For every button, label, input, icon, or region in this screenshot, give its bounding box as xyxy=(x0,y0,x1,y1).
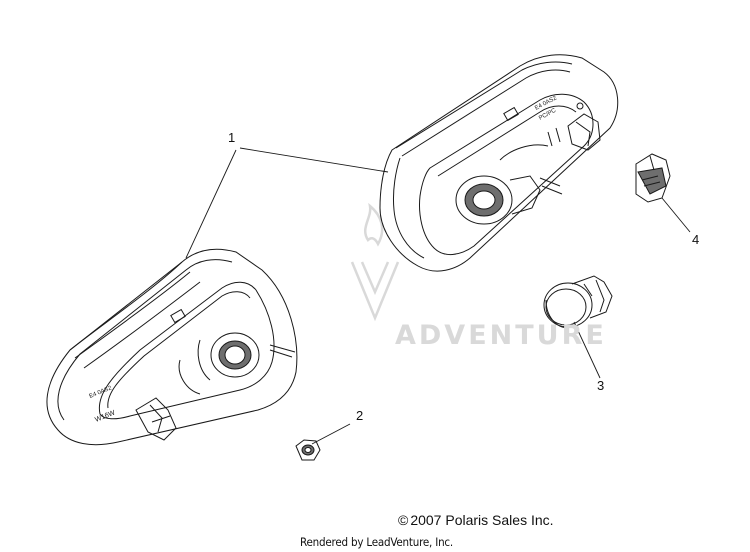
copyright-symbol: © xyxy=(398,512,409,528)
right-lamp-label-marking: PC/PC xyxy=(538,108,558,122)
part-4-small-socket xyxy=(635,153,671,203)
rendered-by-credit: Rendered by LeadVenture, Inc. xyxy=(300,535,454,549)
right-tail-lamp: E4 0AS2 PC/PC xyxy=(379,54,619,272)
leader-lines xyxy=(185,147,691,445)
leader-3 xyxy=(573,321,601,379)
leader-1b xyxy=(185,149,237,259)
leader-4 xyxy=(661,197,691,233)
left-lamp-bulb-marking: W16W xyxy=(94,409,116,424)
callout-2: 2 xyxy=(356,408,364,423)
left-tail-lamp: W16W E4 0AS2 xyxy=(46,248,298,446)
leader-2 xyxy=(311,423,351,445)
part-2-nut xyxy=(295,439,321,461)
callout-3: 3 xyxy=(597,378,605,393)
callout-4: 4 xyxy=(692,232,700,247)
copyright-notice: ©2007 Polaris Sales Inc. xyxy=(398,512,554,528)
part-3-bulb-socket xyxy=(543,275,613,329)
watermark-text: ADVENTURE xyxy=(395,320,607,351)
callout-1: 1 xyxy=(228,130,236,145)
copyright-text: 2007 Polaris Sales Inc. xyxy=(410,512,554,528)
watermark-logo xyxy=(350,202,400,322)
leader-1a xyxy=(239,147,389,173)
